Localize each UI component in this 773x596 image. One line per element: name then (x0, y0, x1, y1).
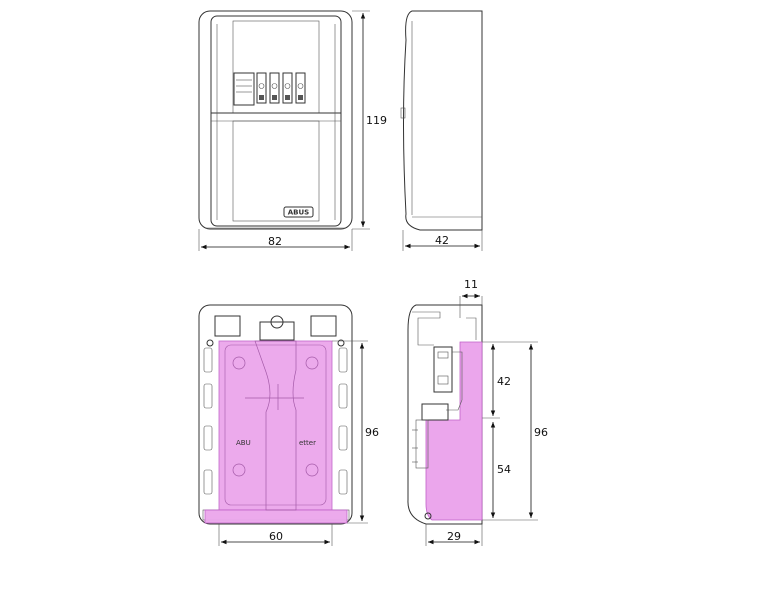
screw-hole (206, 339, 214, 347)
lock-release-button (233, 72, 255, 106)
section-view (407, 304, 483, 525)
dial-wheel (269, 72, 280, 104)
side-slot (338, 425, 348, 451)
side-slot (338, 469, 348, 495)
interior-base-area (204, 509, 348, 524)
section-lock-block (433, 346, 453, 393)
brand-badge (283, 206, 314, 218)
interior-inner-wall (224, 344, 327, 506)
interior-channel (254, 340, 297, 511)
front-height-label: 119 (366, 114, 387, 127)
interior-boss (232, 463, 246, 477)
section-width-label: 29 (447, 530, 461, 543)
side-slot (338, 347, 348, 373)
section-mechanism (412, 311, 441, 346)
side-hinge (400, 107, 406, 119)
section-compartment-highlight (425, 341, 483, 521)
side-outline (403, 10, 483, 231)
section-lower-frame (415, 419, 429, 469)
side-slot (203, 347, 213, 373)
section-upper-label: 42 (497, 375, 511, 388)
interior-boss (232, 356, 246, 370)
back-width-dimension: 60 (218, 524, 333, 546)
front-outer-shell (198, 10, 353, 230)
section-latch (446, 351, 463, 411)
back-width-label: 60 (269, 530, 283, 543)
section-outline (407, 304, 483, 525)
back-outer-shell (198, 304, 353, 525)
side-view (400, 10, 483, 231)
section-lock-pin (437, 351, 449, 359)
section-upper-dimension: 42 (482, 341, 511, 419)
section-top-wall (466, 317, 477, 340)
front-width-dimension: 82 (198, 229, 353, 251)
section-hinge-block (421, 403, 449, 421)
section-width-dimension: 29 (425, 524, 483, 546)
keyhole-mount-hole (270, 315, 284, 329)
side-slot (203, 425, 213, 451)
interior-area (218, 340, 333, 511)
side-depth-label: 42 (435, 234, 449, 247)
front-width-label: 82 (268, 235, 282, 248)
section-screw (424, 512, 432, 520)
section-total-dimension: 96 (482, 341, 548, 521)
section-lower-dimension: 54 (490, 422, 511, 518)
side-slot (203, 469, 213, 495)
back-height-label: 96 (365, 426, 379, 439)
dial-wheel (256, 72, 267, 104)
back-interior-highlight: ABU etter (204, 340, 348, 524)
front-view: ABUS (198, 10, 353, 230)
interior-boss (305, 356, 319, 370)
keyhole-mount-frame (259, 321, 295, 341)
back-text-right: etter (299, 439, 316, 447)
front-height-dimension: 119 (352, 10, 387, 230)
dial-wheel (282, 72, 293, 104)
back-text-left: ABU (236, 439, 251, 447)
dial-wheel (295, 72, 306, 104)
screw-hole (337, 339, 345, 347)
section-lock-pin (437, 375, 449, 385)
section-top-dimension: 11 (459, 278, 483, 318)
section-lower-label: 54 (497, 463, 511, 476)
side-slot (203, 383, 213, 409)
back-height-dimension: 96 (332, 340, 379, 524)
back-view: ABU etter (198, 304, 353, 525)
top-mounting-slot (310, 315, 337, 337)
front-lower-recess (232, 120, 320, 222)
combination-lock (233, 72, 306, 106)
side-slot (338, 383, 348, 409)
brand-logo-text: ABUS (288, 209, 309, 217)
top-mounting-slot (214, 315, 241, 337)
interior-boss (305, 463, 319, 477)
section-total-label: 96 (534, 426, 548, 439)
section-top-label: 11 (464, 278, 478, 291)
side-depth-dimension: 42 (402, 230, 483, 251)
